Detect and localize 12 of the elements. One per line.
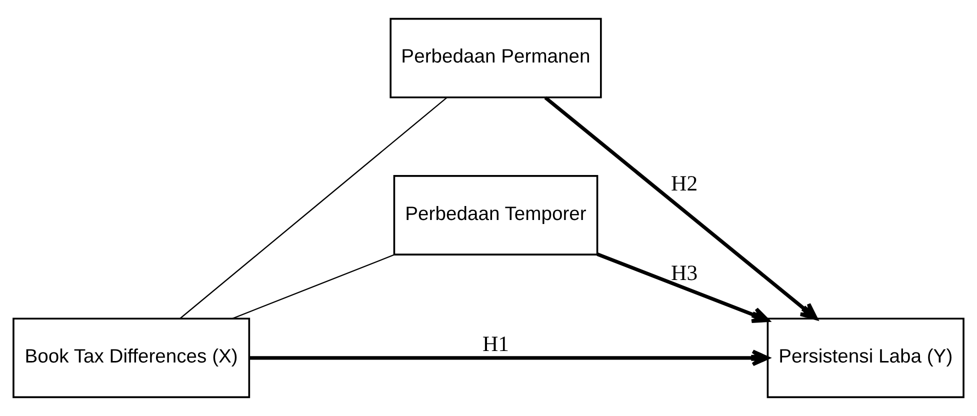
edge-label: H2 — [671, 171, 698, 196]
connector — [232, 254, 395, 320]
connector — [180, 97, 448, 319]
arrow — [544, 96, 818, 320]
node-box: Book Tax Differences (X) — [12, 318, 250, 398]
node-box: Perbedaan Temporer — [393, 175, 598, 256]
arrow — [249, 350, 770, 366]
edge-label: H1 — [482, 332, 510, 356]
node-box: Persistensi Laba (Y) — [766, 318, 964, 398]
arrow — [596, 252, 770, 323]
node-box: Perbedaan Permanen — [390, 18, 602, 98]
edge-label: H3 — [671, 260, 698, 285]
